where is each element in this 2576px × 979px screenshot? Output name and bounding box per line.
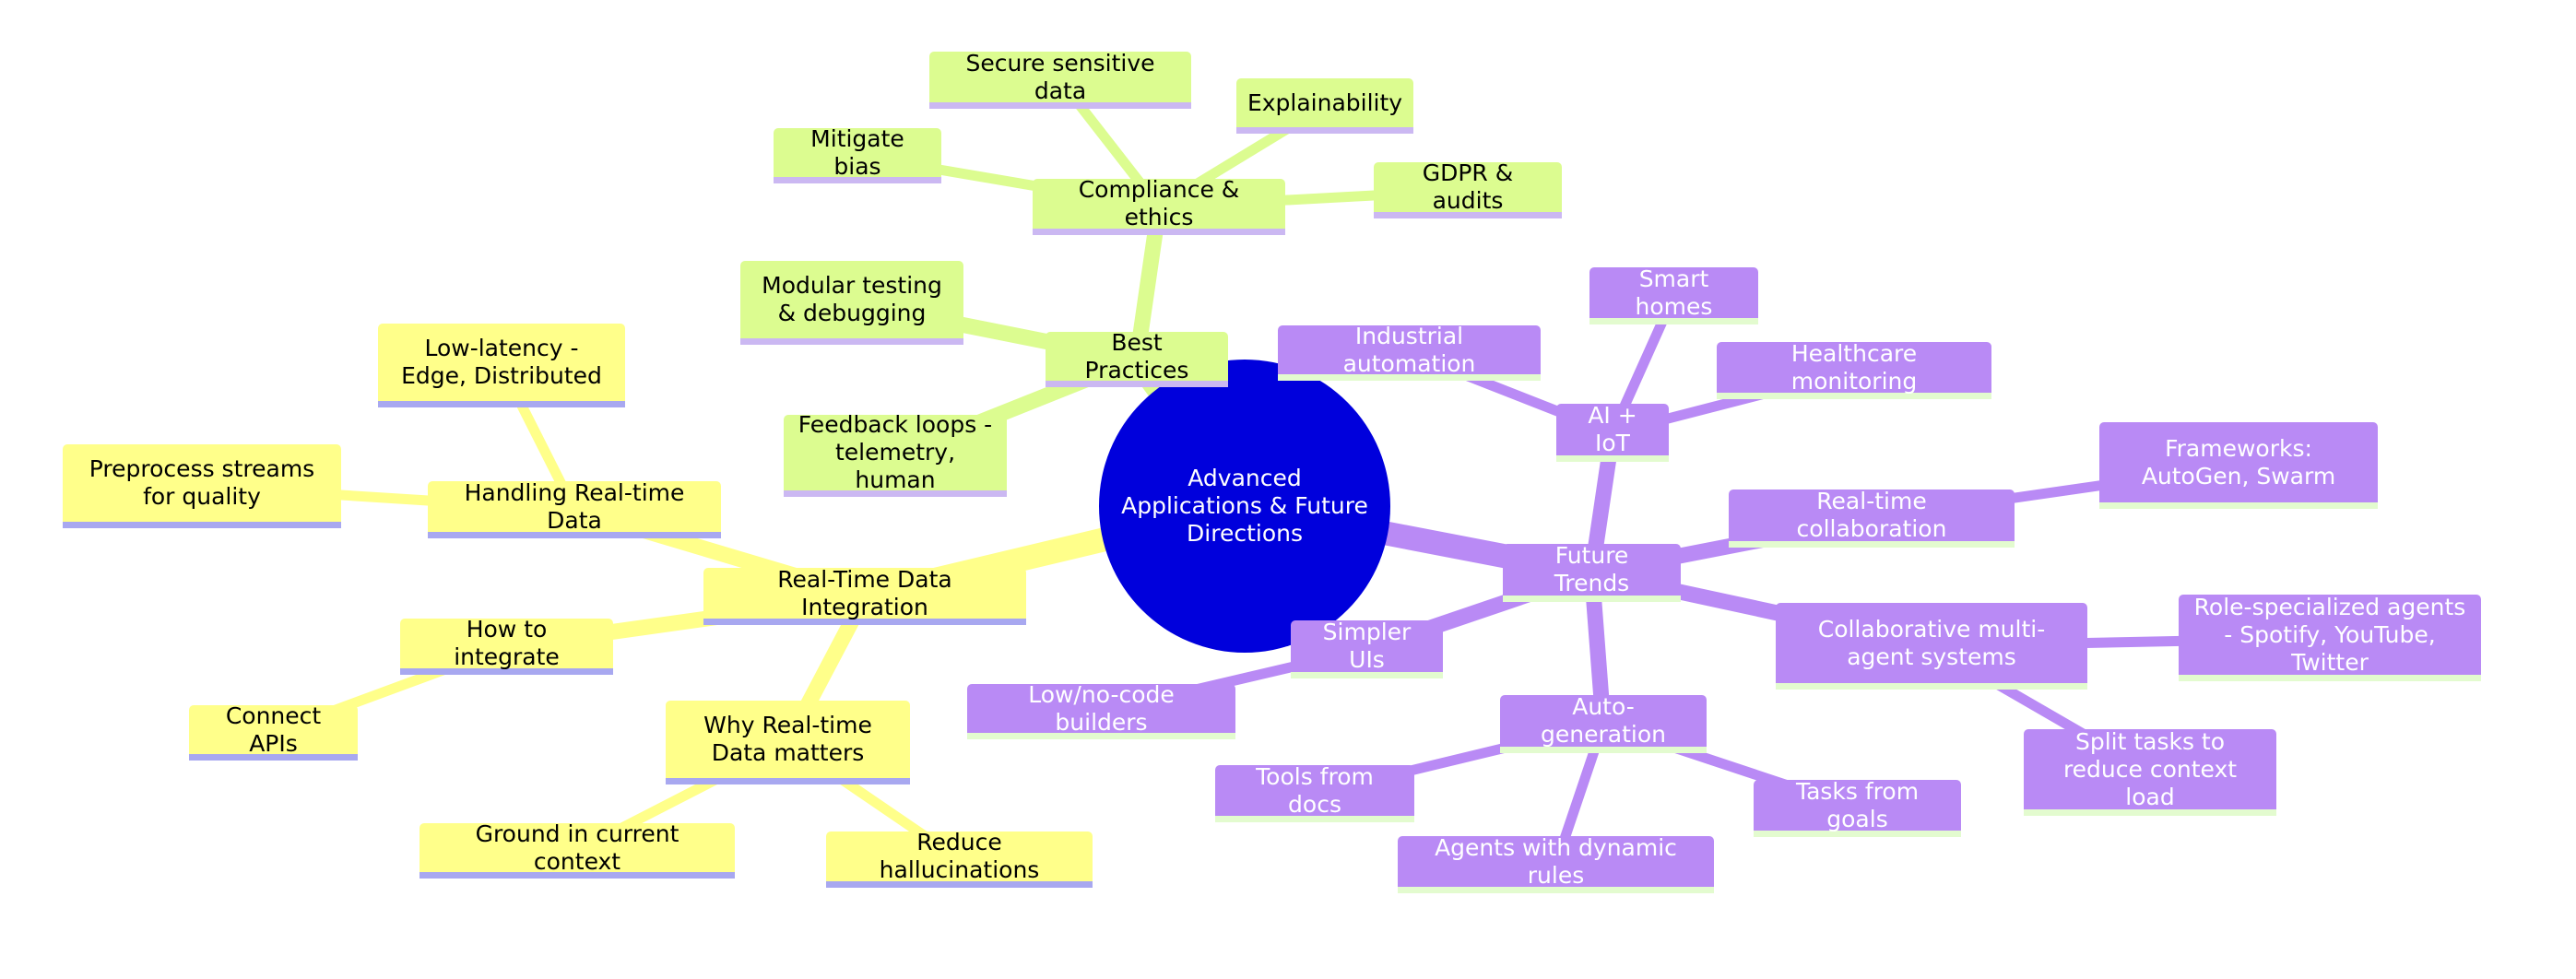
node-agents-dynamic-rules[interactable]: Agents with dynamic rules (1398, 833, 1714, 893)
node-simpler-uis[interactable]: Simpler UIs (1291, 619, 1443, 678)
node-label: Healthcare monitoring (1790, 339, 1918, 395)
node-how-to-integrate[interactable]: How to integrate (400, 616, 613, 675)
node-label: Frameworks: AutoGen, Swarm (2141, 434, 2336, 490)
node-label: Mitigate bias (810, 124, 904, 180)
node-label: Modular testing & debugging (762, 272, 942, 326)
node-label: Explainability (1247, 88, 1403, 116)
node-label: Reduce hallucinations (879, 829, 1040, 883)
node-secure-sensitive-data[interactable]: Secure sensitive data (929, 49, 1191, 109)
node-label: Role-specialized agents - Spotify, YouTu… (2193, 593, 2466, 676)
root-node[interactable]: Advanced Applications & Future Direction… (1099, 360, 1390, 653)
node-frameworks-autogen-swarm[interactable]: Frameworks: AutoGen, Swarm (2099, 422, 2378, 509)
node-label: Tasks from goals (1795, 777, 1920, 832)
node-label: Split tasks to reduce context load (2062, 727, 2238, 810)
node-label: Secure sensitive data (965, 49, 1155, 104)
node-preprocess-streams[interactable]: Preprocess streams for quality (63, 444, 341, 528)
node-smart-homes[interactable]: Smart homes (1589, 265, 1758, 324)
node-low-latency[interactable]: Low-latency - Edge, Distributed (378, 324, 625, 407)
node-label: Real-time collaboration (1796, 488, 1947, 542)
node-feedback-loops[interactable]: Feedback loops - telemetry, human (784, 411, 1007, 497)
root-label: Advanced Applications & Future Direction… (1121, 465, 1368, 547)
node-explainability[interactable]: Explainability (1236, 78, 1413, 134)
node-industrial-automation[interactable]: Industrial automation (1278, 322, 1541, 381)
node-label: Low-latency - Edge, Distributed (401, 335, 602, 389)
node-label: Feedback loops - telemetry, human (798, 411, 993, 493)
node-label: Compliance & ethics (1078, 176, 1240, 230)
node-collaborative-multi-agent[interactable]: Collaborative multi-agent systems (1776, 603, 2087, 690)
node-label: Ground in current context (475, 820, 679, 875)
node-label: AI + IoT (1588, 402, 1637, 456)
node-label: Best Practices (1084, 328, 1189, 383)
node-modular-testing[interactable]: Modular testing & debugging (740, 261, 963, 345)
node-gdpr-audits[interactable]: GDPR & audits (1374, 159, 1562, 218)
node-real-time-data-integration[interactable]: Real-Time Data Integration (703, 565, 1026, 625)
node-auto-generation[interactable]: Auto-generation (1500, 693, 1707, 753)
node-label: Simpler UIs (1322, 619, 1412, 673)
node-handling-real-time-data[interactable]: Handling Real-time Data (428, 478, 721, 538)
node-label: How to integrate (454, 616, 560, 670)
node-real-time-collaboration[interactable]: Real-time collaboration (1729, 488, 2015, 548)
node-connect-apis[interactable]: Connect APIs (189, 702, 358, 761)
node-why-real-time-data-matters[interactable]: Why Real-time Data matters (666, 701, 910, 784)
node-role-specialized-agents[interactable]: Role-specialized agents - Spotify, YouTu… (2179, 593, 2481, 681)
node-ground-in-current-context[interactable]: Ground in current context (419, 820, 735, 879)
node-label: Collaborative multi-agent systems (1817, 615, 2046, 670)
node-reduce-hallucinations[interactable]: Reduce hallucinations (826, 829, 1093, 888)
node-mitigate-bias[interactable]: Mitigate bias (774, 124, 941, 183)
node-label: Preprocess streams for quality (89, 455, 315, 510)
node-label: Connect APIs (225, 702, 322, 757)
node-tools-from-docs[interactable]: Tools from docs (1215, 762, 1414, 822)
node-label: GDPR & audits (1422, 159, 1514, 214)
node-best-practices[interactable]: Best Practices (1046, 328, 1228, 387)
node-label: Real-Time Data Integration (777, 565, 952, 620)
node-split-tasks[interactable]: Split tasks to reduce context load (2024, 727, 2276, 816)
node-label: Auto-generation (1541, 693, 1666, 748)
node-ai-iot[interactable]: AI + IoT (1556, 402, 1669, 462)
node-compliance-ethics[interactable]: Compliance & ethics (1033, 176, 1285, 235)
node-label: Handling Real-time Data (464, 478, 685, 534)
node-label: Industrial automation (1342, 322, 1476, 377)
node-low-no-code-builders[interactable]: Low/no-code builders (967, 680, 1235, 739)
node-future-trends[interactable]: Future Trends (1503, 542, 1681, 602)
node-label: Future Trends (1554, 542, 1630, 596)
node-label: Agents with dynamic rules (1435, 833, 1677, 889)
node-label: Smart homes (1635, 265, 1713, 320)
node-label: Why Real-time Data matters (703, 712, 872, 766)
node-tasks-from-goals[interactable]: Tasks from goals (1754, 777, 1961, 837)
node-healthcare-monitoring[interactable]: Healthcare monitoring (1717, 339, 1991, 399)
node-label: Tools from docs (1256, 762, 1374, 818)
node-label: Low/no-code builders (1028, 680, 1175, 736)
